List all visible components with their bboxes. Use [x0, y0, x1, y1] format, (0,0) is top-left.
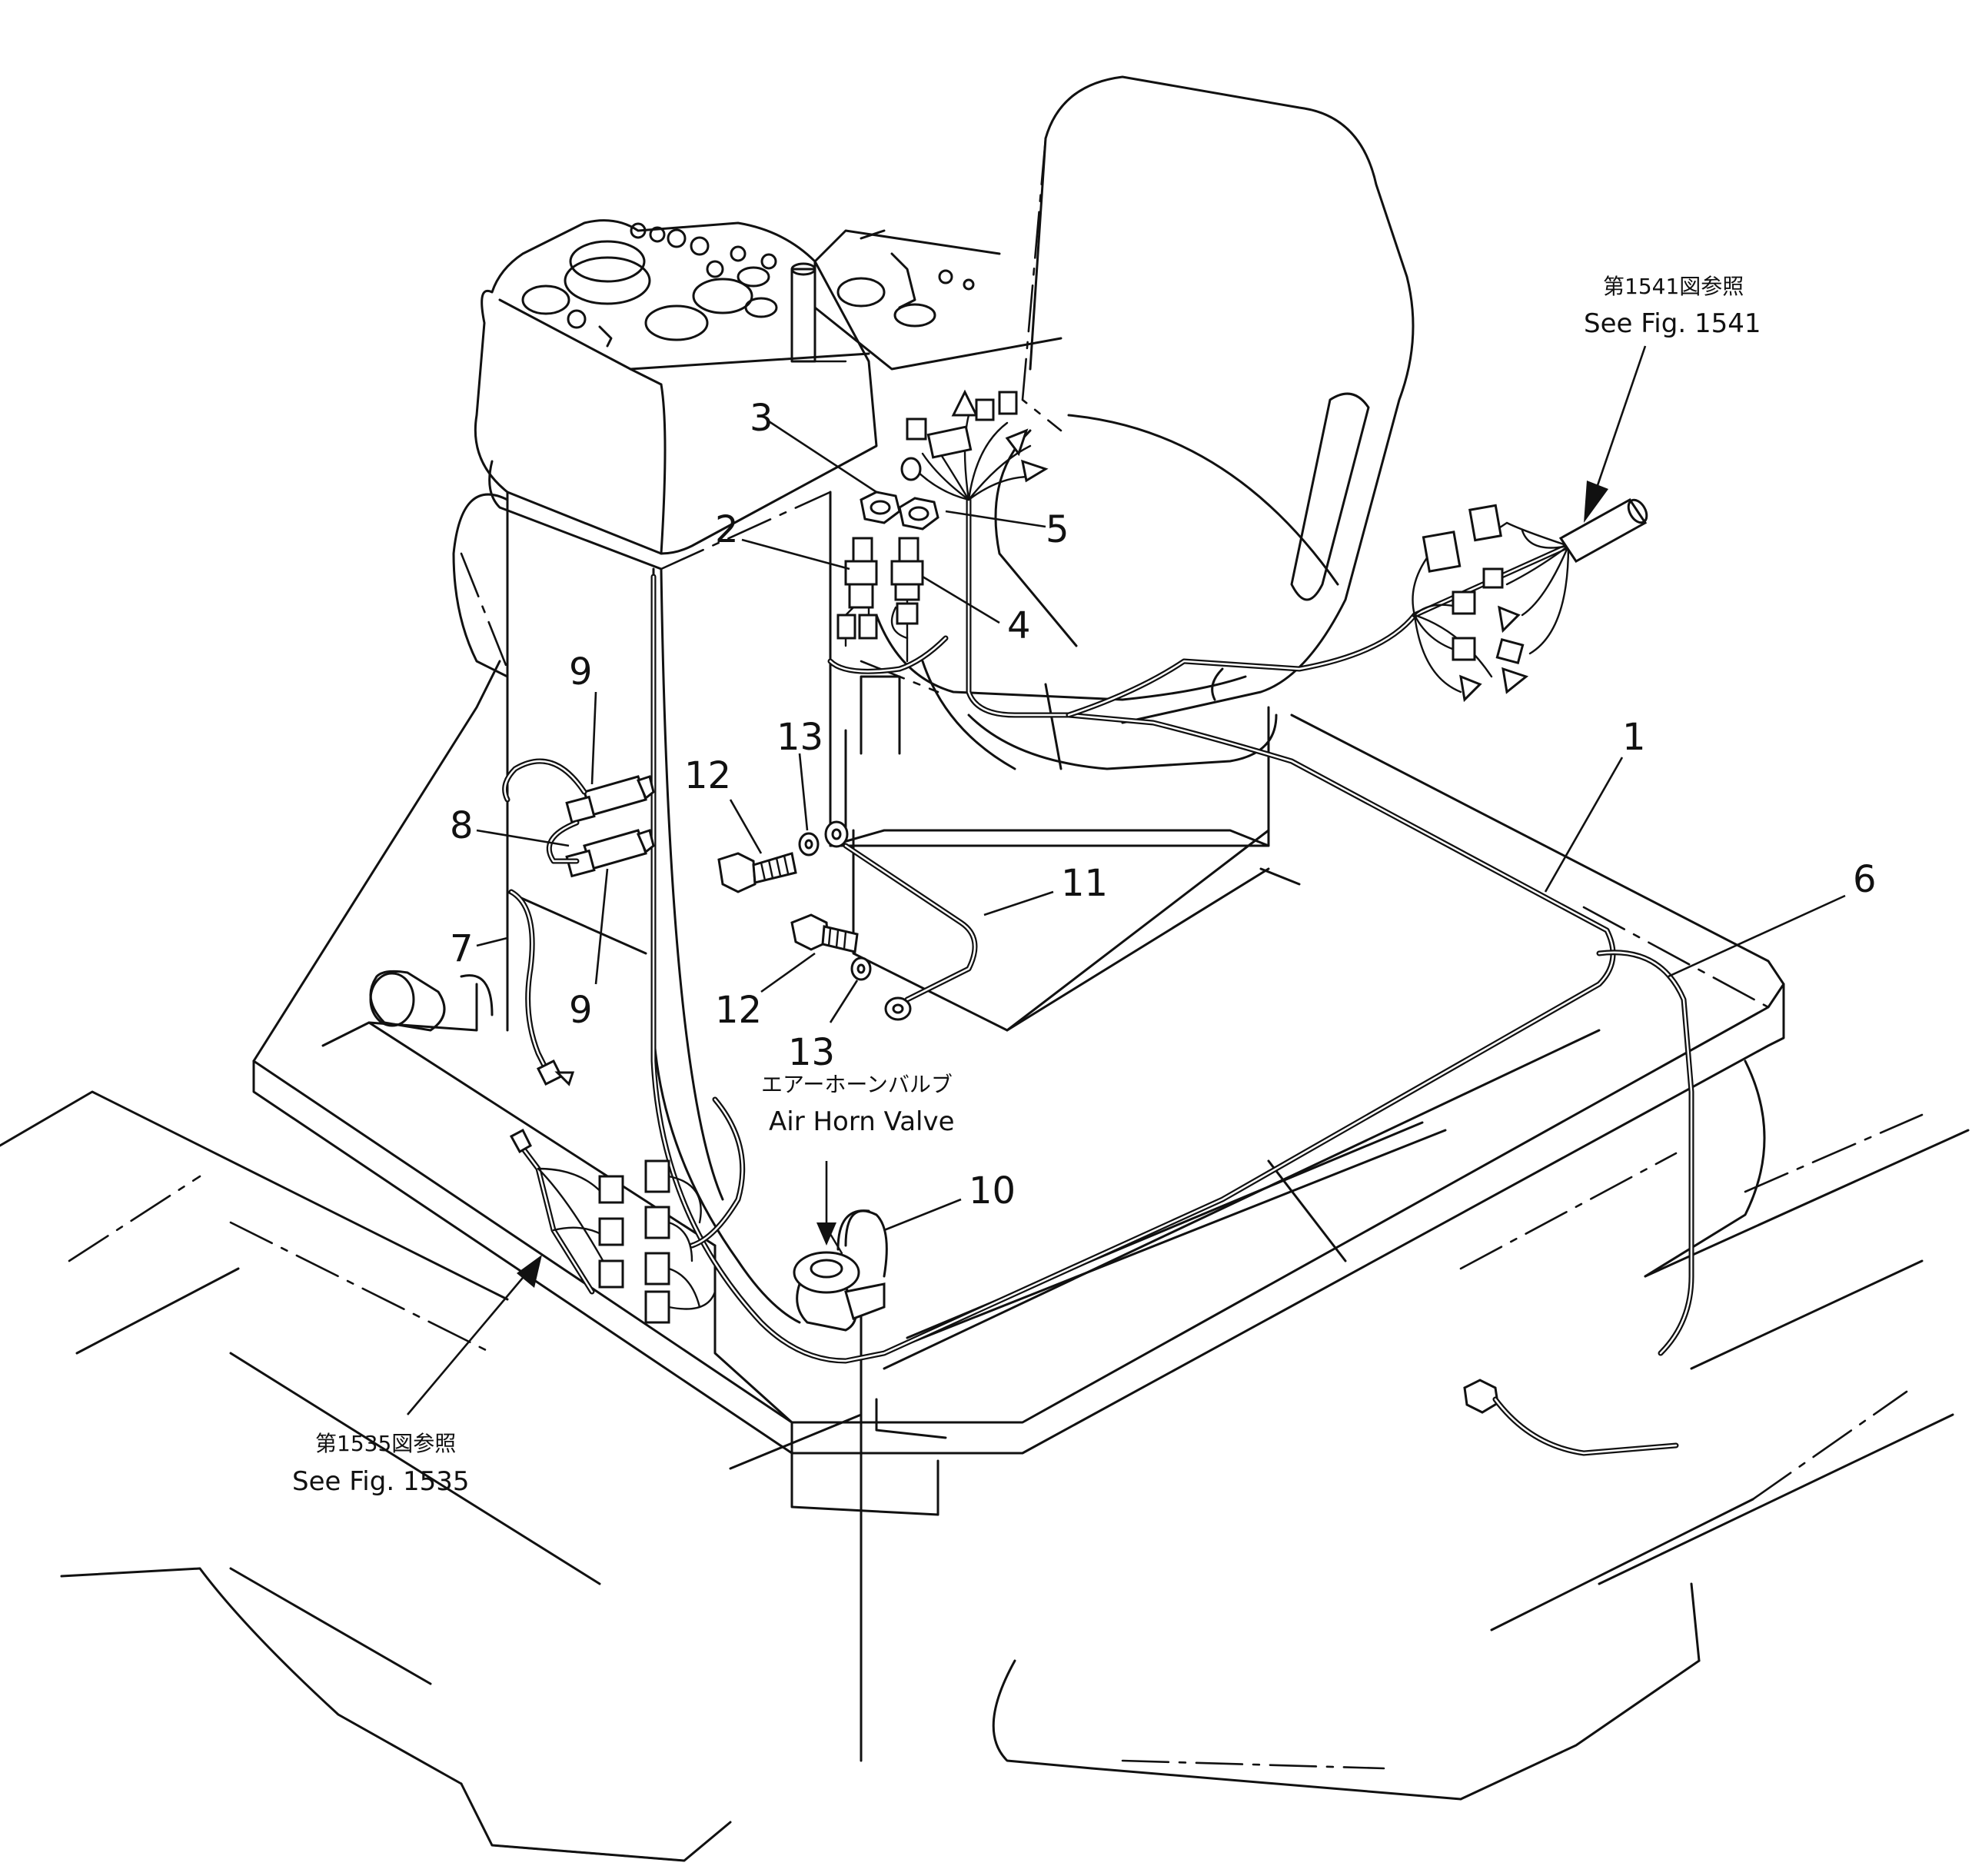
machine-body	[0, 1059, 1970, 1862]
upper-connector-bundle	[900, 389, 1049, 501]
callout-2: 2	[715, 508, 739, 551]
nut-part-3	[860, 491, 901, 524]
pipe-fitting	[1463, 1379, 1679, 1456]
deck-cylinder	[369, 970, 446, 1032]
callout-10: 10	[969, 1169, 1016, 1212]
switch-part-4	[890, 537, 924, 663]
note-fig1541-en: See Fig. 1541	[1584, 308, 1761, 339]
callout-3: 3	[750, 397, 773, 440]
washer-part-13-upper	[798, 832, 820, 857]
seat-pedestal	[829, 675, 1301, 1032]
callout-7: 7	[450, 927, 474, 970]
operator-seat	[860, 75, 1415, 770]
nut-part-5	[898, 497, 939, 531]
ground-cable-part-11	[824, 820, 978, 1021]
callout-5: 5	[1046, 508, 1069, 551]
washer-part-13-lower	[850, 956, 872, 981]
callout-numbers: 1 2 3 4 5 6 7 8 9 9 10 11 12 12 13 13	[450, 397, 1877, 1212]
note-fig1535-jp: 第1535図参照	[315, 1431, 456, 1456]
bolt-part-12-lower	[790, 913, 859, 953]
right-connector-bundle	[1412, 498, 1648, 703]
harness-part-7	[508, 889, 575, 1086]
lower-connector-block	[509, 1128, 717, 1324]
switch-part-2	[836, 537, 878, 647]
air-horn-valve-part-10	[793, 1209, 888, 1332]
callout-6: 6	[1853, 858, 1877, 901]
callout-12a: 12	[684, 754, 731, 797]
floor-deck	[252, 660, 1785, 1516]
left-console	[367, 219, 878, 1324]
callout-11: 11	[1061, 862, 1108, 905]
callout-12b: 12	[715, 989, 762, 1032]
main-harness	[650, 497, 1694, 1364]
callout-1: 1	[1622, 716, 1646, 759]
leaders	[407, 345, 1846, 1415]
callout-9a: 9	[569, 650, 593, 694]
right-console	[790, 229, 1062, 371]
note-air-horn-en: Air Horn Valve	[769, 1106, 955, 1137]
reference-notes: 第1541図参照 See Fig. 1541 第1535図参照 See Fig.…	[292, 274, 1761, 1497]
callout-13a: 13	[777, 716, 823, 759]
note-fig1535-en: See Fig. 1535	[292, 1466, 469, 1497]
callout-4: 4	[1007, 604, 1031, 647]
bolt-part-12-upper	[717, 852, 797, 893]
switch-part-9-upper	[565, 775, 655, 824]
note-air-horn-jp: エアーホーンバルブ	[761, 1072, 953, 1097]
callout-9b: 9	[569, 989, 593, 1032]
note-fig1541-jp: 第1541図参照	[1603, 274, 1744, 299]
callout-8: 8	[450, 804, 474, 847]
callout-13b: 13	[788, 1031, 835, 1074]
switch-part-9-lower	[565, 829, 655, 878]
